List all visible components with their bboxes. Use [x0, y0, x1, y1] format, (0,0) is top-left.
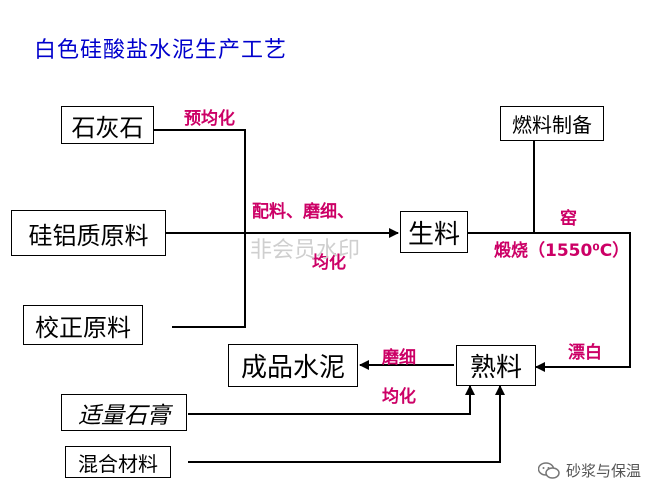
label-kiln: 窑	[560, 209, 577, 229]
brand-watermark: 砂浆与保温	[538, 460, 641, 481]
node-admixture: 混合材料	[65, 446, 171, 478]
node-gypsum: 适量石膏	[61, 394, 187, 431]
node-raw-meal: 生料	[400, 211, 468, 253]
wechat-icon	[538, 461, 560, 479]
node-corrective: 校正原料	[23, 305, 143, 345]
node-clinker: 熟料	[456, 345, 536, 386]
label-bleaching: 漂白	[568, 343, 602, 363]
arrow-kiln-to-clinker	[534, 232, 631, 372]
watermark: 非会员水印	[250, 238, 361, 263]
node-limestone: 石灰石	[61, 106, 154, 144]
label-grinding: 磨细	[382, 348, 416, 368]
label-batching-grinding: 配料、磨细、	[252, 202, 354, 222]
label-calcination: 煅烧（1550⁰C）	[494, 241, 630, 261]
node-product: 成品水泥	[228, 344, 358, 387]
brand-name: 砂浆与保温	[566, 462, 642, 480]
arrow-gypsum	[188, 385, 475, 415]
page-title: 白色硅酸盐水泥生产工艺	[34, 38, 288, 63]
line-limestone	[154, 129, 246, 328]
arrow-admixture	[188, 385, 505, 463]
label-homogenize-2: 均化	[382, 387, 416, 407]
node-silica-alumina: 硅铝质原料	[11, 210, 166, 256]
label-homogenize: 均化	[312, 253, 346, 273]
node-fuel-prep: 燃料制备	[500, 106, 604, 141]
line-fuel	[468, 141, 535, 234]
label-prehomogenize: 预均化	[184, 109, 235, 129]
